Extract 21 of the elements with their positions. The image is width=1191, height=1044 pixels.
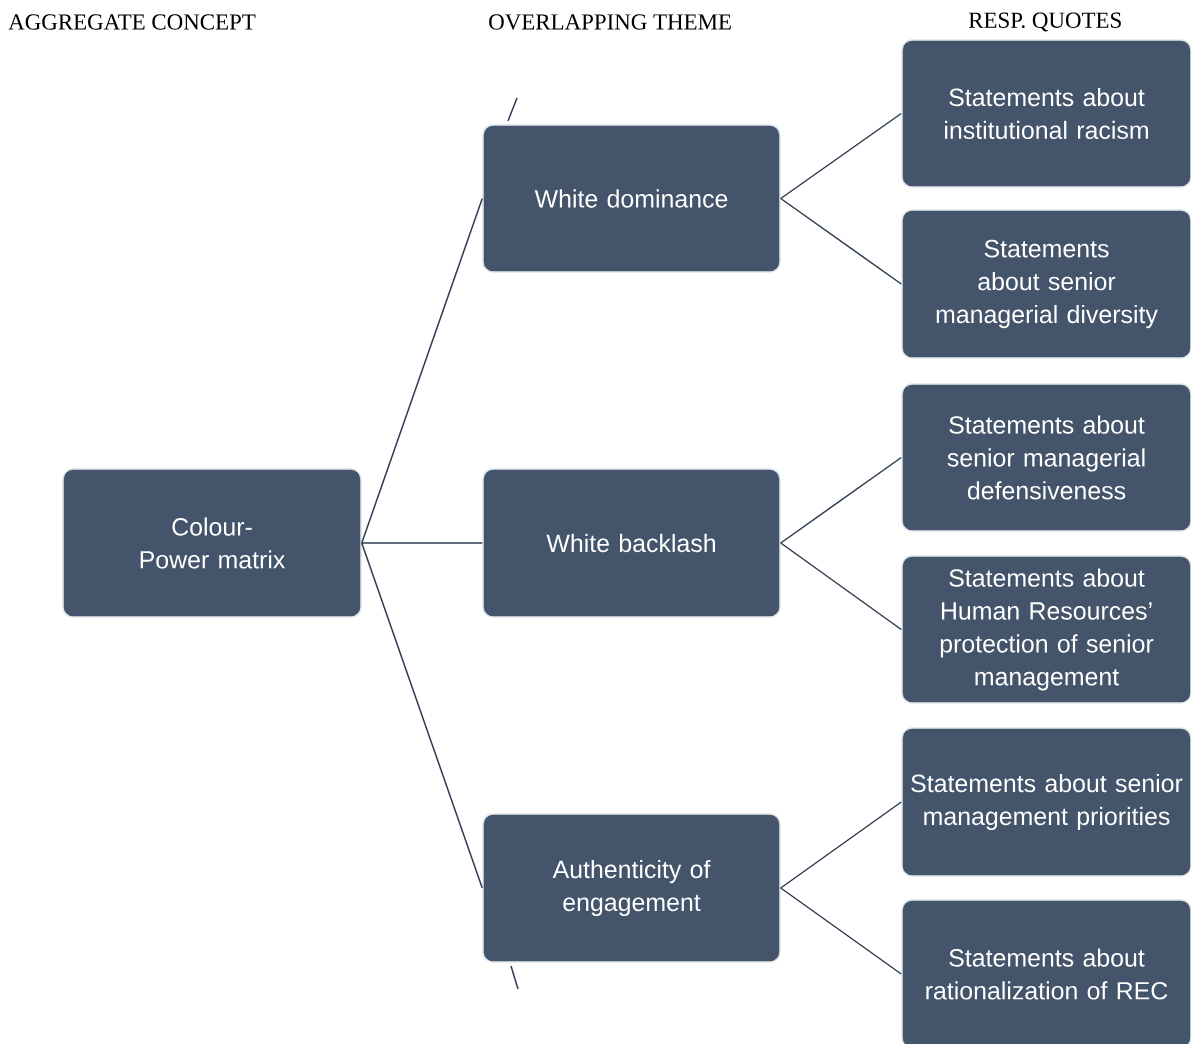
box: Statements about rationalization of REC [901,899,1191,1044]
connector-line [780,197,902,285]
connector-line [780,456,902,544]
box: Statements about senior managerial diversity [901,209,1191,359]
connector-line [780,112,902,200]
connector-line [361,542,483,544]
box: White backlash [482,468,781,618]
connector-line [780,542,902,631]
connector-line [780,801,902,889]
connector-line [361,197,483,544]
connector-line [361,542,483,889]
box: White dominance [482,124,781,273]
box: Authenticity of engagement [482,813,781,963]
column-header: OVERLAPPING THEME [489,14,731,30]
column-header: AGGREGATE CONCEPT [8,14,256,30]
box: Colour- Power matrix [62,468,362,618]
connector-line [780,887,902,975]
box: Statements about senior managerial defensiveness [901,383,1191,532]
box: Statements about Human Resources’ protection of senior management [901,555,1191,704]
box: Statements about senior management priorities [901,727,1191,877]
box: Statements about institutional racism [901,39,1191,188]
